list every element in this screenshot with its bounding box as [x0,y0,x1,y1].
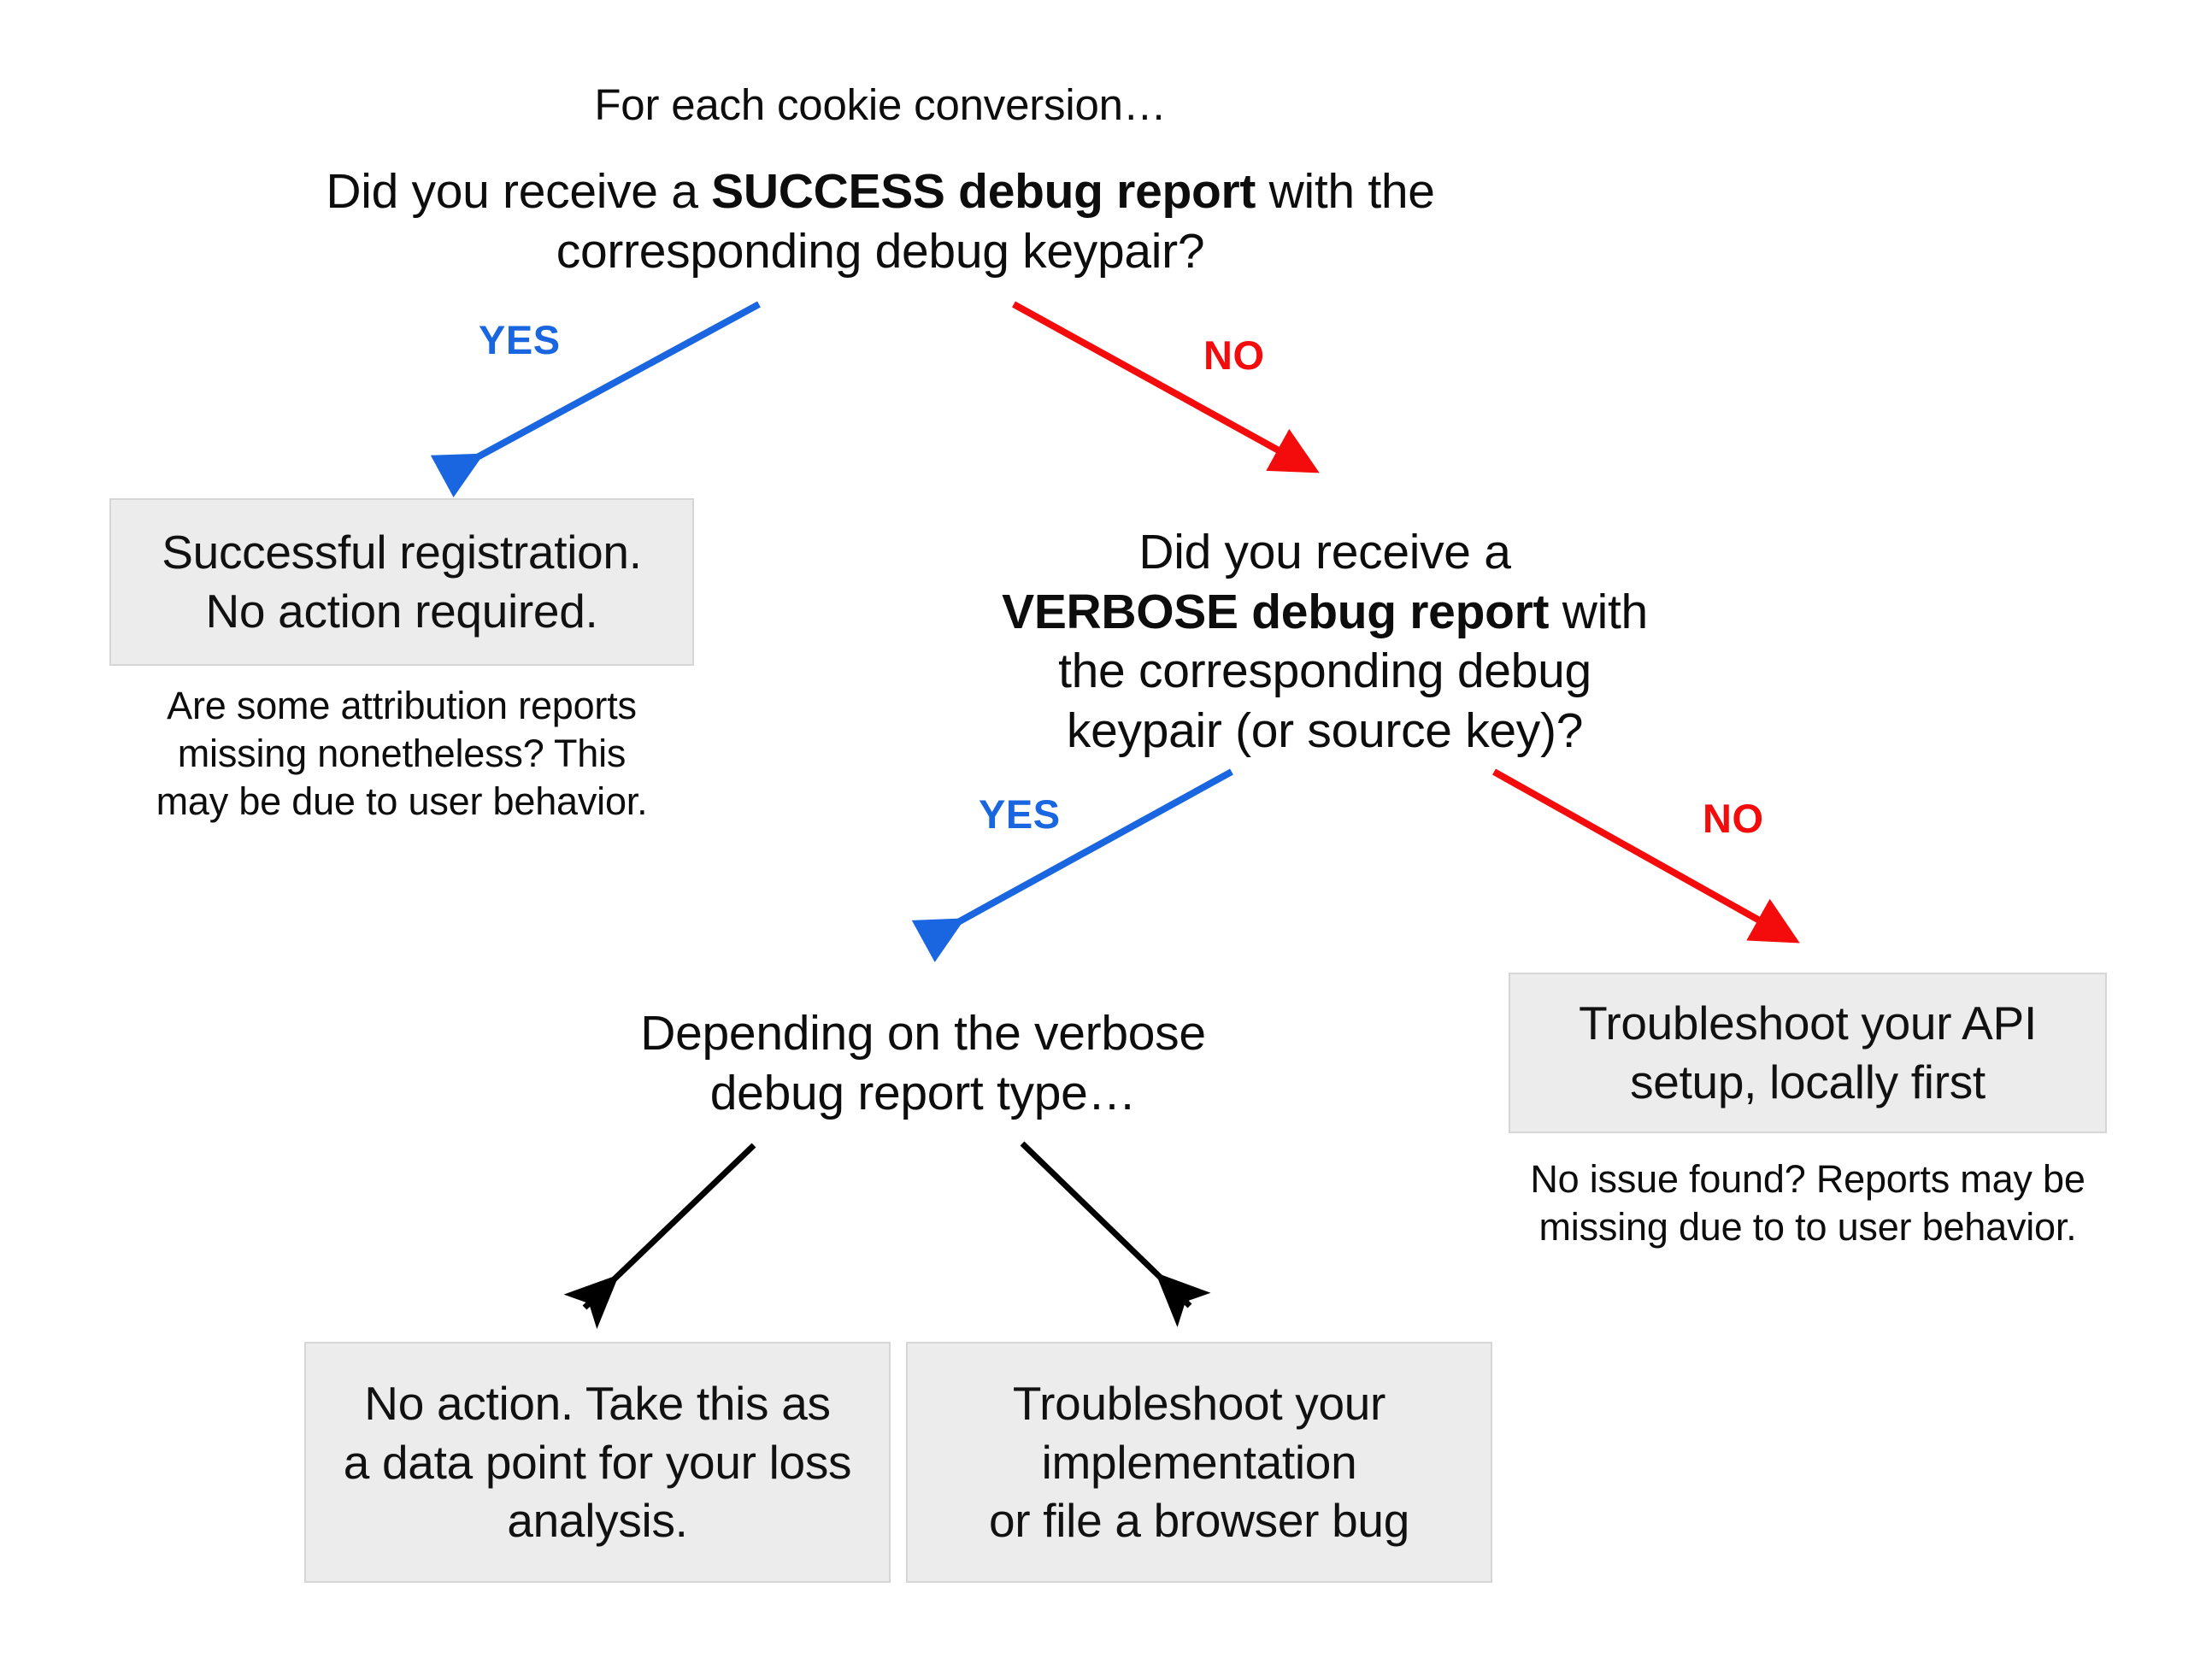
root-question-prefix: Did you receive a [326,164,712,219]
arrow-type-to-no-action [563,1143,756,1330]
box-no-action-loss-analysis[interactable]: No action. Take this as a data point for… [304,1342,891,1583]
root-question-suffix: with the corresponding debug keypair? [556,164,1435,279]
box-troubleshoot-api-setup[interactable]: Troubleshoot your API setup, locally fir… [1509,973,2107,1133]
edge-label-yes-1: YES [479,317,561,362]
edge-label-yes-2: YES [979,791,1061,837]
caption-no-issue-found: No issue found? Reports may be missing d… [1530,1157,2086,1249]
edge-label-no-2: NO [1703,796,1764,841]
caption-attribution-missing: Are some attribution reports missing non… [156,684,648,823]
flow-intro-text: For each cookie conversion… [594,80,1167,129]
verbose-question-bold: VERBOSE debug report [1002,584,1550,639]
verbose-report-type-text: Depending on the verbose debug report ty… [640,1006,1206,1120]
arrow-yes-verbose-type [911,768,1233,962]
root-question: Did you receive a SUCCESS debug report w… [282,162,1479,281]
verbose-question-prefix: Did you receive a [1138,525,1511,579]
verbose-question: Did you receive a VERBOSE debug report w… [983,523,1667,761]
root-question-bold: SUCCESS debug report [711,164,1256,219]
edge-label-no-1: NO [1203,332,1265,378]
arrow-no-verbose [1012,301,1320,473]
verbose-question-suffix: with the corresponding debug keypair (or… [1058,584,1648,758]
arrow-type-to-troubleshoot-impl [1020,1141,1211,1327]
box-successful-registration[interactable]: Successful registration. No action requi… [109,498,694,666]
box-troubleshoot-implementation[interactable]: Troubleshoot your implementation or file… [906,1342,1492,1583]
